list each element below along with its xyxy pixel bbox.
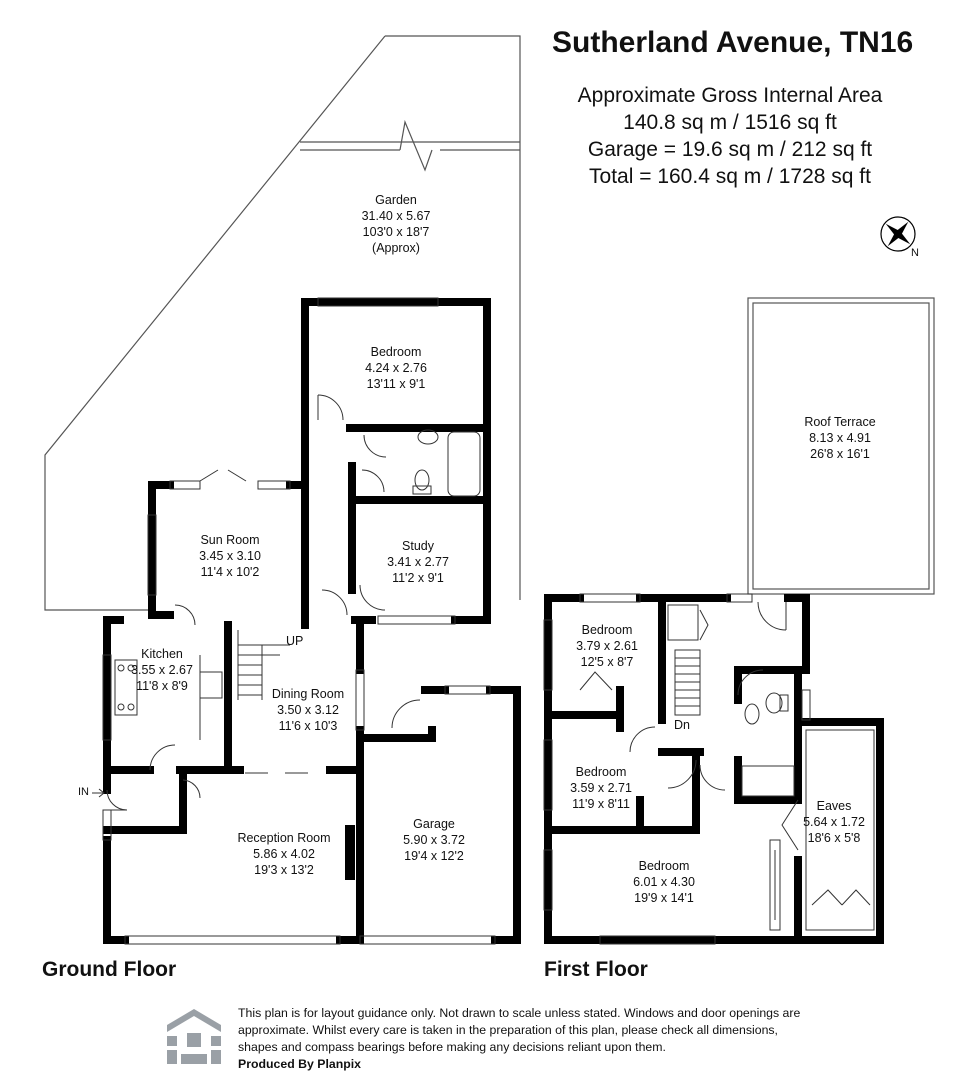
ground-stairs	[237, 630, 290, 700]
first-stairs	[674, 649, 701, 716]
ground-floor-details	[92, 297, 496, 945]
area-heading: Approximate Gross Internal Area	[577, 84, 883, 107]
garden-outline	[44, 35, 521, 611]
planpix-logo-icon	[167, 1009, 221, 1064]
room-label-garden: Garden 31.40 x 5.67 103'0 x 18'7 (Approx…	[361, 193, 431, 255]
first-floor-details	[543, 593, 875, 945]
stairs-down-label: Dn	[674, 718, 690, 732]
room-label-dining-room: Dining Room 3.50 x 3.12 11'6 x 10'3	[271, 687, 345, 733]
room-label-study: Study 3.41 x 2.77 11'2 x 9'1	[387, 539, 449, 585]
entrance-label: IN	[78, 786, 89, 798]
ground-floor-walls	[103, 298, 521, 944]
first-floor-label: First Floor	[544, 958, 648, 981]
room-label-reception-room: Reception Room 5.86 x 4.02 19'3 x 13'2	[237, 831, 331, 877]
room-label-sun-room: Sun Room 3.45 x 3.10 11'4 x 10'2	[199, 533, 261, 579]
disclaimer-text: This plan is for layout guidance only. N…	[238, 1005, 818, 1073]
disclaimer-body: This plan is for layout guidance only. N…	[238, 1006, 801, 1054]
ground-floor-label: Ground Floor	[42, 958, 177, 981]
room-label-bedroom-1: Bedroom 3.79 x 2.61 12'5 x 8'7	[576, 623, 638, 669]
room-label-bedroom-2: Bedroom 3.59 x 2.71 11'9 x 8'11	[570, 765, 632, 811]
area-total: Total = 160.4 sq m / 1728 sq ft	[589, 165, 871, 188]
planpix-credit: Produced By Planpix	[238, 1057, 361, 1071]
compass-rose-icon	[880, 216, 916, 252]
compass-north-label: N	[911, 247, 919, 259]
room-label-eaves: Eaves 5.64 x 1.72 18'6 x 5'8	[803, 799, 865, 845]
area-garage: Garage = 19.6 sq m / 212 sq ft	[587, 138, 873, 161]
roof-terrace-outline	[747, 297, 935, 595]
room-label-roof-terrace: Roof Terrace 8.13 x 4.91 26'8 x 16'1	[804, 415, 876, 461]
room-label-bedroom: Bedroom 4.24 x 2.76 13'11 x 9'1	[365, 345, 427, 391]
property-title: Sutherland Avenue, TN16	[552, 26, 914, 59]
room-label-garage: Garage 5.90 x 3.72 19'4 x 12'2	[403, 817, 465, 863]
stairs-up-label: UP	[286, 634, 304, 648]
room-label-kitchen: Kitchen 3.55 x 2.67 11'8 x 8'9	[131, 647, 193, 693]
room-label-bedroom-3: Bedroom 6.01 x 4.30 19'9 x 14'1	[633, 859, 695, 905]
area-summary: Approximate Gross Internal Area 140.8 sq…	[560, 82, 900, 190]
area-main: 140.8 sq m / 1516 sq ft	[623, 111, 837, 134]
